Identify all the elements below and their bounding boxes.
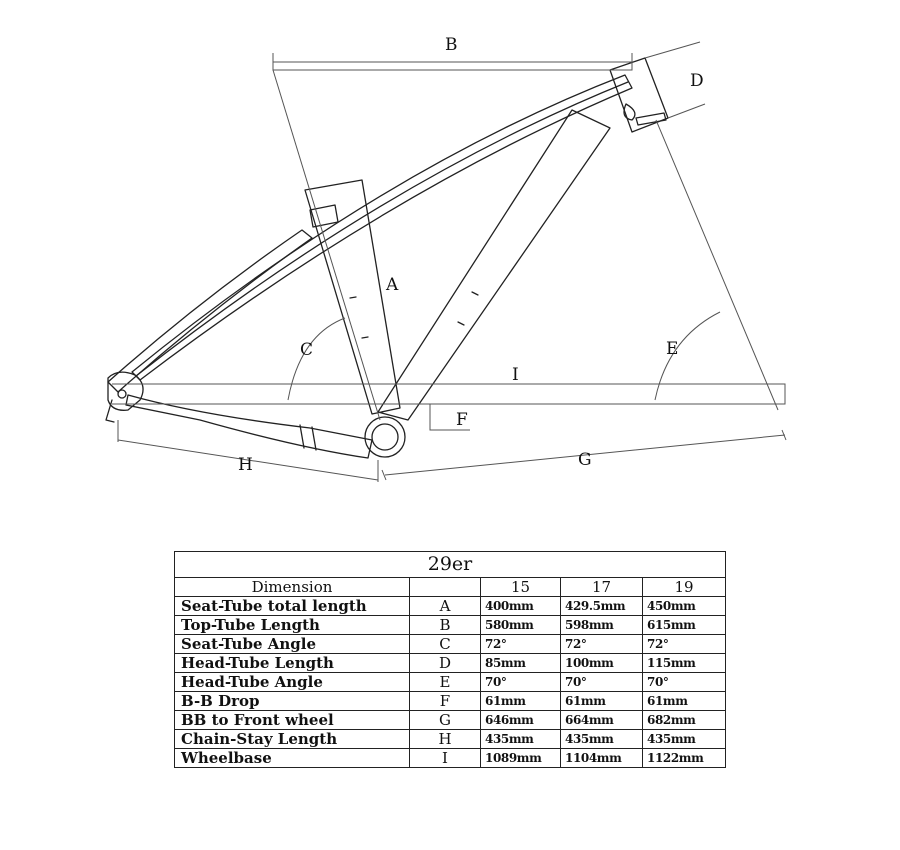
table-row: Head-Tube Length D 85mm 100mm 115mm (174, 653, 726, 673)
dim-d-line (644, 41, 706, 119)
bottom-bracket-inner (371, 423, 399, 451)
row-value: 100mm (560, 653, 643, 673)
row-value: 70° (642, 672, 726, 692)
head-tube-badge (635, 112, 667, 126)
table-row: Head-Tube Angle E 70° 70° 70° (174, 672, 726, 692)
top-tube-inner-line (135, 81, 629, 377)
row-dimension: BB to Front wheel (174, 710, 410, 730)
row-value: 61mm (480, 691, 561, 711)
row-dimension: Seat-Tube total length (174, 596, 410, 616)
row-value: 115mm (642, 653, 726, 673)
dim-c-arc (287, 317, 346, 401)
table-row: B-B Drop F 61mm 61mm 61mm (174, 691, 726, 711)
table-header-row: Dimension 15 17 19 (174, 577, 726, 597)
header-size-15: 15 (480, 577, 561, 597)
dim-label-i: I (512, 365, 519, 385)
seat-tube-mount (349, 296, 369, 339)
row-value: 61mm (560, 691, 643, 711)
row-value: 429.5mm (560, 596, 643, 616)
header-code (409, 577, 481, 597)
chain-stay (125, 394, 373, 459)
table-title-row: 29er (174, 551, 726, 578)
row-value: 70° (560, 672, 643, 692)
row-value: 580mm (480, 615, 561, 635)
dim-label-g: G (578, 450, 592, 470)
row-code: H (409, 729, 481, 749)
down-tube (377, 109, 611, 421)
row-value: 615mm (642, 615, 726, 635)
dim-e-arc (654, 311, 721, 401)
seat-tube-collar (309, 204, 339, 228)
row-value: 1104mm (560, 748, 643, 768)
row-value: 61mm (642, 691, 726, 711)
top-tube (131, 74, 633, 381)
row-code: G (409, 710, 481, 730)
table-row: Wheelbase I 1089mm 1104mm 1122mm (174, 748, 726, 768)
row-value: 400mm (480, 596, 561, 616)
header-dimension: Dimension (174, 577, 410, 597)
dim-f-line (429, 404, 470, 431)
geometry-table: 29er Dimension 15 17 19 Seat-Tube total … (174, 551, 726, 768)
row-dimension: Top-Tube Length (174, 615, 410, 635)
table-row: Chain-Stay Length H 435mm 435mm 435mm (174, 729, 726, 749)
row-dimension: Head-Tube Angle (174, 672, 410, 692)
row-dimension: Chain-Stay Length (174, 729, 410, 749)
dim-label-f: F (456, 410, 468, 430)
dim-a-line (272, 69, 381, 421)
dim-h-line (117, 420, 379, 482)
row-value: 682mm (642, 710, 726, 730)
row-code: D (409, 653, 481, 673)
row-value: 450mm (642, 596, 726, 616)
row-value: 70° (480, 672, 561, 692)
seat-tube (304, 179, 401, 415)
row-value: 646mm (480, 710, 561, 730)
table-row: BB to Front wheel G 646mm 664mm 682mm (174, 710, 726, 730)
row-code: C (409, 634, 481, 654)
row-dimension: B-B Drop (174, 691, 410, 711)
row-code: B (409, 615, 481, 635)
seat-stay (107, 229, 313, 393)
table-row: Seat-Tube Angle C 72° 72° 72° (174, 634, 726, 654)
row-value: 1089mm (480, 748, 561, 768)
row-value: 664mm (560, 710, 643, 730)
dim-label-h: H (238, 455, 253, 475)
table-row: Seat-Tube total length A 400mm 429.5mm 4… (174, 596, 726, 616)
down-tube-mount-1 (457, 291, 479, 326)
row-value: 1122mm (642, 748, 726, 768)
dim-g-line (381, 429, 787, 481)
row-value: 435mm (642, 729, 726, 749)
row-dimension: Seat-Tube Angle (174, 634, 410, 654)
row-value: 85mm (480, 653, 561, 673)
row-value: 435mm (480, 729, 561, 749)
dim-label-a: A (385, 275, 399, 295)
dim-e-line (655, 119, 779, 411)
header-size-19: 19 (642, 577, 726, 597)
row-dimension: Head-Tube Length (174, 653, 410, 673)
dim-label-d: D (690, 71, 704, 91)
bottom-bracket-outer (364, 416, 406, 458)
table-title: 29er (174, 551, 726, 578)
dim-label-e: E (666, 339, 678, 359)
row-code: F (409, 691, 481, 711)
row-value: 598mm (560, 615, 643, 635)
row-value: 435mm (560, 729, 643, 749)
dim-i-line (112, 383, 786, 405)
derailleur-hanger (105, 399, 115, 423)
rear-axle (117, 389, 127, 399)
dim-label-c: C (300, 340, 313, 360)
row-code: E (409, 672, 481, 692)
row-value: 72° (480, 634, 561, 654)
row-dimension: Wheelbase (174, 748, 410, 768)
row-code: I (409, 748, 481, 768)
head-tube-decal (623, 103, 636, 121)
row-value: 72° (560, 634, 643, 654)
table-row: Top-Tube Length B 580mm 598mm 615mm (174, 615, 726, 635)
row-code: A (409, 596, 481, 616)
chain-stay-yoke (299, 424, 317, 451)
header-size-17: 17 (560, 577, 643, 597)
bike-frame-diagram: B D A C E I F G H (105, 35, 787, 482)
rear-dropout (107, 371, 144, 411)
row-value: 72° (642, 634, 726, 654)
dim-label-b: B (445, 35, 458, 55)
